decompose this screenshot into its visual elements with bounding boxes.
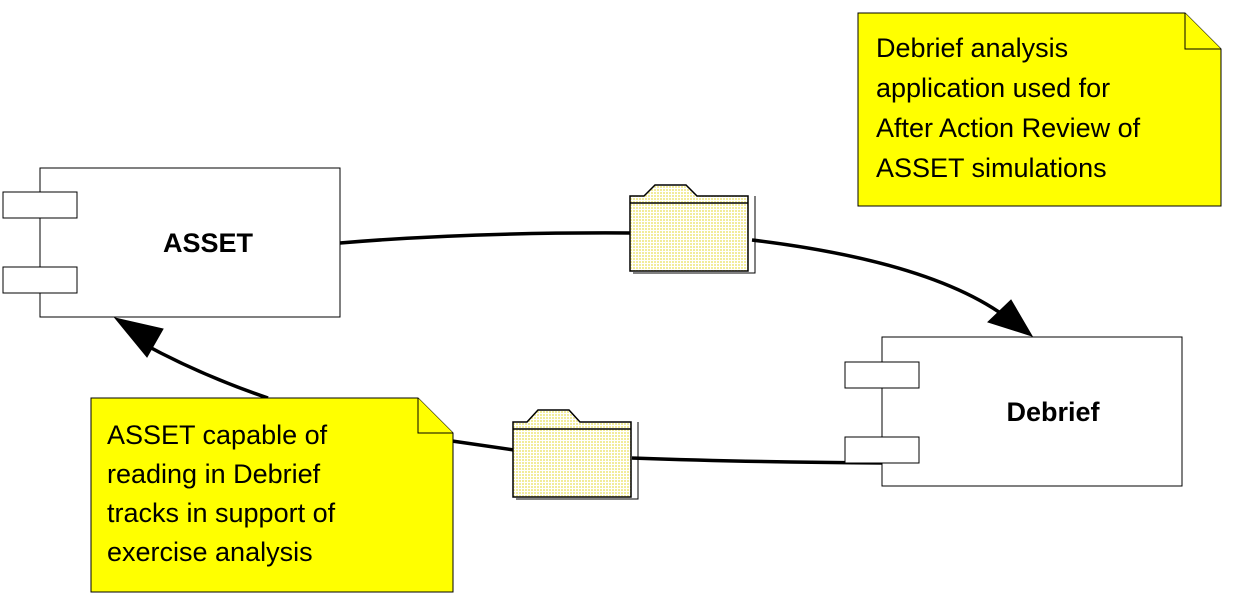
component-debrief[interactable]: Debrief — [844, 336, 1183, 487]
component-asset-label: ASSET — [163, 228, 254, 258]
component-asset-port-bottom — [2, 266, 78, 294]
note-top-line-4: ASSET simulations — [876, 153, 1107, 183]
connector-note-to-asset — [139, 340, 269, 400]
svg-text:ASSET capable of reading: ASSET capable of reading in Debrief trac… — [107, 420, 343, 567]
connector-folder-to-debrief — [751, 238, 1012, 322]
note-bottom-line-3: tracks in support of — [107, 498, 336, 528]
component-asset[interactable]: ASSET — [2, 167, 341, 318]
note-bottom-line-4: exercise analysis — [107, 537, 313, 567]
arrowhead-to-asset — [113, 317, 164, 358]
folder-icon[interactable] — [512, 409, 639, 500]
note-debrief-analysis: Debrief analysis application used for Af… — [857, 12, 1222, 207]
folder-icon[interactable] — [629, 184, 756, 274]
note-asset-capable: ASSET capable of reading in Debrief trac… — [90, 397, 454, 593]
note-bottom-line-1: ASSET capable of — [107, 420, 328, 450]
note-bottom-line-2: reading in Debrief — [107, 459, 321, 489]
component-debrief-port-top — [844, 361, 920, 389]
note-top-line-1: Debrief analysis — [876, 33, 1068, 63]
component-asset-port-top — [2, 191, 78, 219]
svg-text:Debrief analysis applica: Debrief analysis application used for Af… — [876, 33, 1148, 183]
connector-folder-to-note — [451, 439, 515, 452]
arrowhead-to-debrief — [987, 299, 1034, 337]
note-top-line-2: application used for — [876, 73, 1110, 103]
component-debrief-port-bottom — [844, 436, 920, 464]
component-debrief-label: Debrief — [1006, 397, 1100, 427]
note-top-line-3: After Action Review of — [876, 113, 1141, 143]
connector-asset-to-folder — [339, 231, 633, 245]
